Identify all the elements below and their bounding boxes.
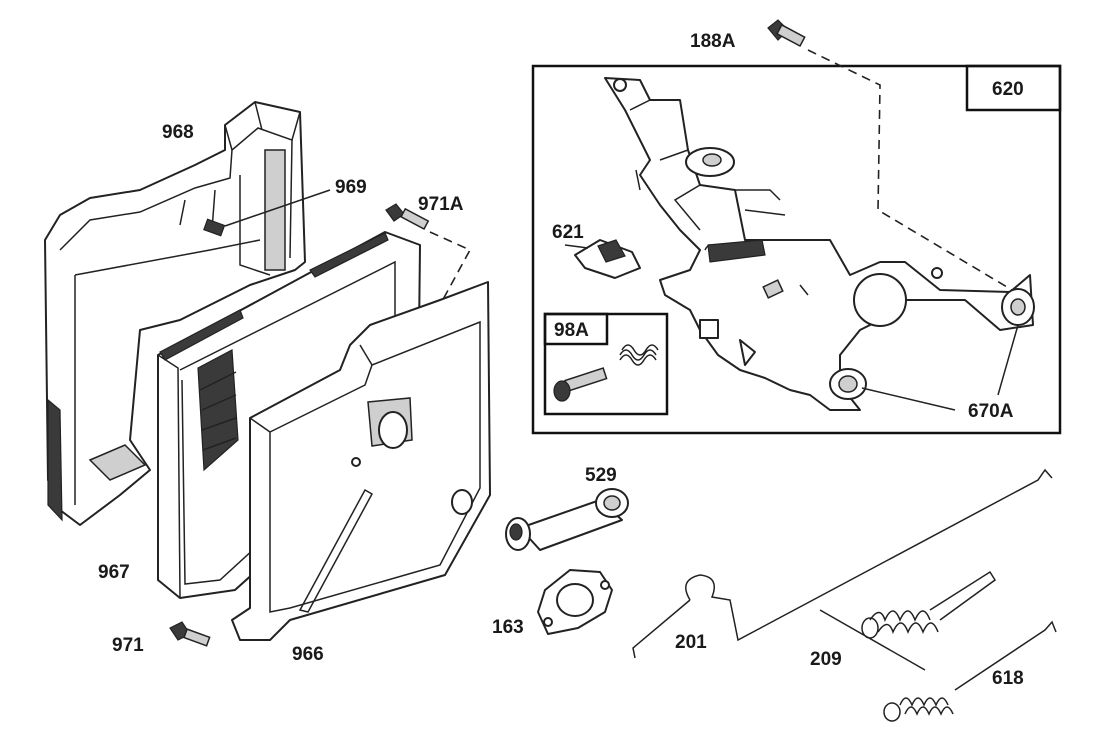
label-966: 966 <box>292 644 324 665</box>
spring-98A-illustration <box>619 344 659 366</box>
air-cleaner-base-968-illustration <box>44 101 306 526</box>
label-971A: 971A <box>418 194 464 215</box>
governor-bracket-illustration <box>604 77 1035 411</box>
label-968: 968 <box>162 122 194 143</box>
screw-971A-illustration <box>385 203 472 306</box>
label-621: 621 <box>552 222 584 243</box>
label-209: 209 <box>810 649 842 670</box>
tube-529-illustration <box>505 488 629 551</box>
link-rod-201-illustration <box>632 468 1053 659</box>
screw-971-illustration <box>169 621 211 647</box>
leader-670A <box>861 387 956 411</box>
bolt-188A-illustration <box>767 19 806 48</box>
label-188A: 188A <box>690 31 736 52</box>
spring-209-illustration <box>819 570 997 671</box>
label-969: 969 <box>335 177 367 198</box>
gasket-163-illustration <box>537 569 613 635</box>
label-98A: 98A <box>554 320 589 341</box>
label-971: 971 <box>112 635 144 656</box>
clip-621-illustration <box>564 239 641 279</box>
cover-966-illustration <box>231 281 491 641</box>
label-201: 201 <box>675 632 707 653</box>
label-620: 620 <box>992 79 1024 100</box>
label-670A: 670A <box>968 401 1014 422</box>
label-163: 163 <box>492 617 524 638</box>
governor-assembly-box: 620 <box>531 64 1062 435</box>
spring-kit-box: 98A <box>543 312 669 416</box>
label-967: 967 <box>98 562 130 583</box>
spring-618-illustration <box>883 620 1057 722</box>
label-529: 529 <box>585 465 617 486</box>
stud-969-illustration <box>203 189 331 237</box>
screw-98A-illustration <box>553 367 608 402</box>
label-618: 618 <box>992 668 1024 689</box>
